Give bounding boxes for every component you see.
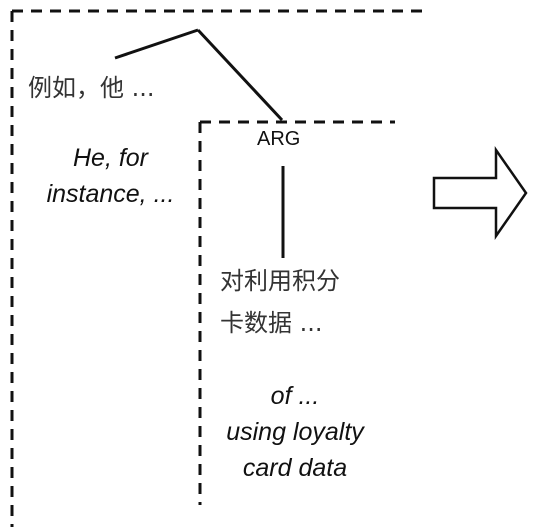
inner-chinese-line-1: 对利用积分 bbox=[220, 267, 340, 295]
tree-edge-right bbox=[196, 28, 284, 122]
outer-english-text: He, for instance, ... bbox=[28, 140, 193, 212]
right-arrow-icon bbox=[432, 146, 528, 240]
outer-english-line-2: instance, ... bbox=[46, 180, 175, 208]
inner-english-line-2: using loyalty bbox=[226, 418, 364, 446]
inner-english-text: of ... using loyalty card data bbox=[200, 378, 390, 486]
inner-english-line-1: of ... bbox=[270, 382, 320, 410]
inner-chinese-text: 对利用积分 卡数据 ... bbox=[220, 260, 340, 344]
outer-english-line-1: He, for bbox=[72, 144, 149, 172]
inner-english-line-3: card data bbox=[242, 454, 348, 482]
inner-chinese-line-2: 卡数据 ... bbox=[220, 309, 323, 337]
tree-edge-left bbox=[114, 28, 199, 60]
outer-chinese-text: 例如，他 ... bbox=[28, 74, 155, 102]
arg-node-label: ARG bbox=[257, 128, 301, 150]
